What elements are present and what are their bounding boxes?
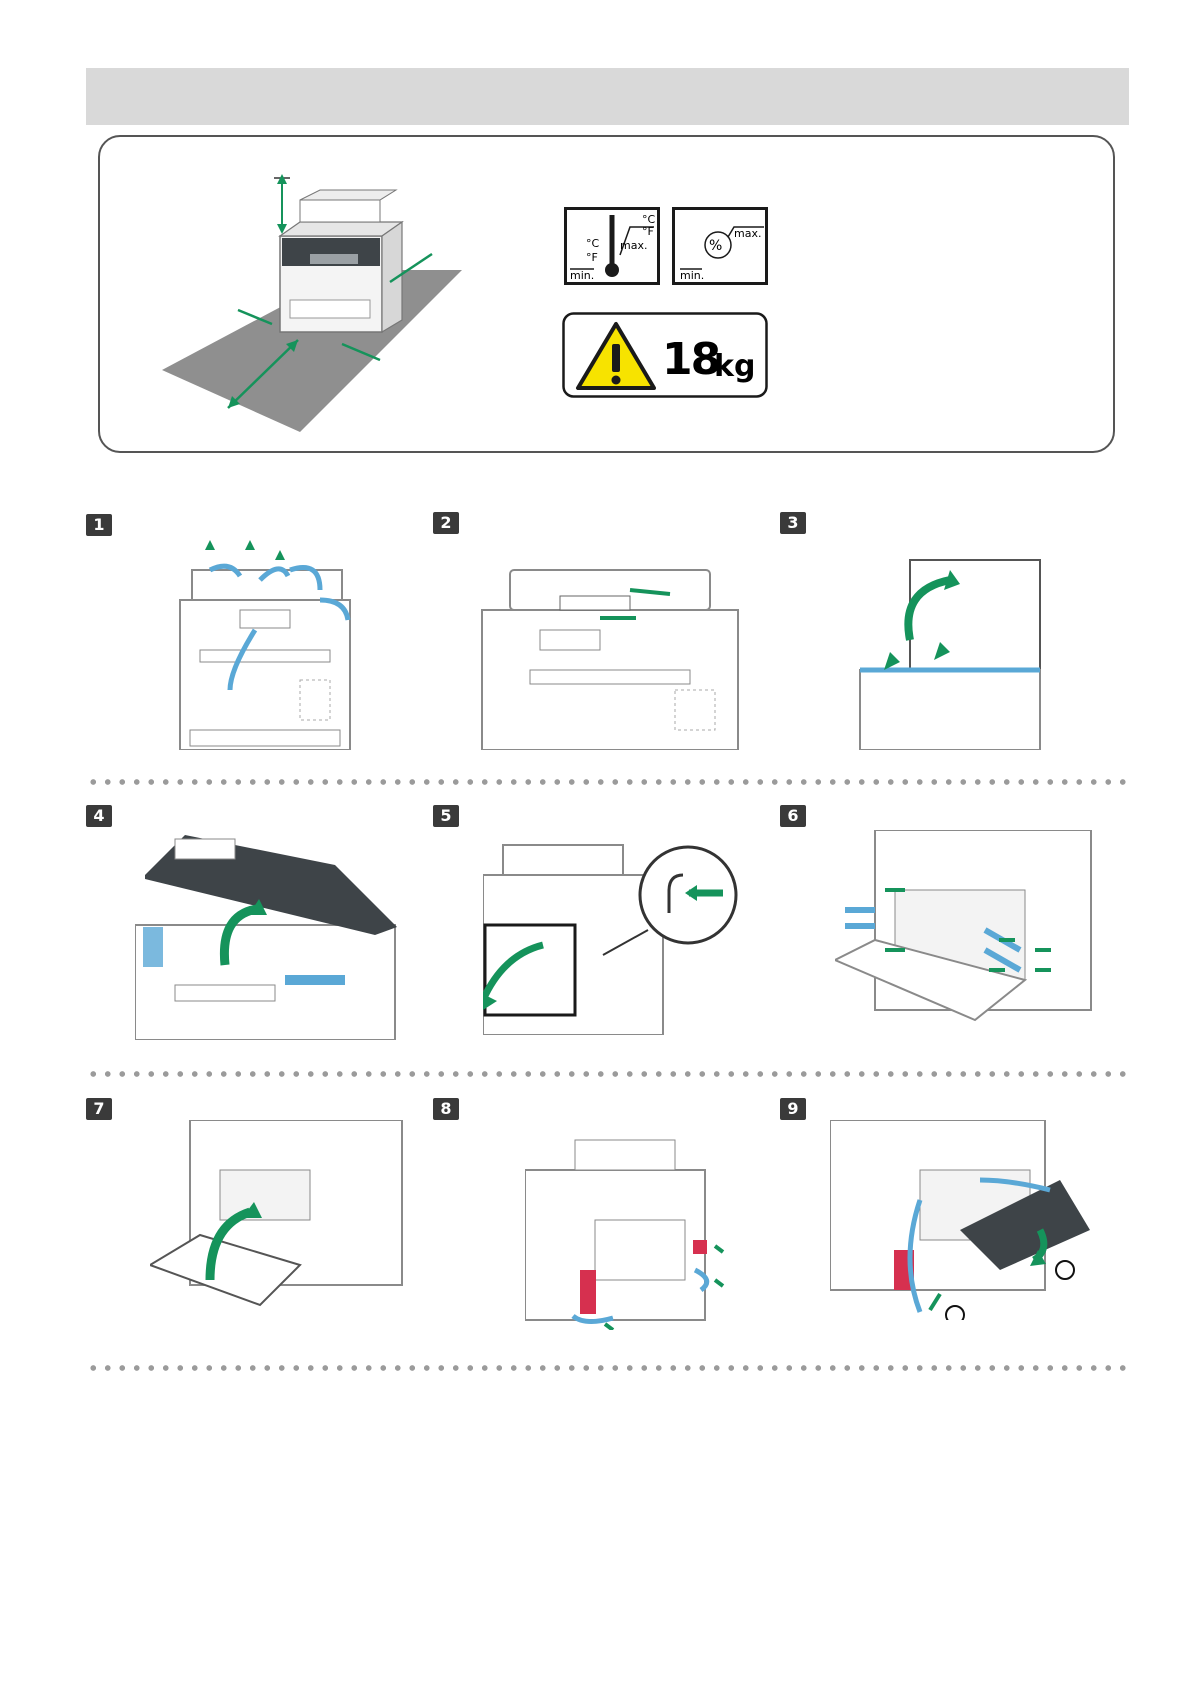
humidity-min-label: min. — [680, 269, 704, 282]
temp-unit-c-left: °C — [586, 237, 600, 250]
step-3-illustration — [850, 550, 1050, 750]
temp-min-label: min. — [570, 269, 594, 282]
temp-unit-f-right: °F — [642, 225, 654, 238]
row-separator-2 — [86, 1071, 1129, 1077]
step-number-9: 9 — [780, 1098, 806, 1120]
row-separator-3 — [86, 1365, 1129, 1371]
step-number-6: 6 — [780, 805, 806, 827]
humidity-percent-symbol: % — [709, 238, 722, 254]
temperature-range-icon: °C °F °C °F max. min. — [564, 207, 660, 285]
step-number-7: 7 — [86, 1098, 112, 1120]
humidity-max-label: max. — [734, 227, 761, 240]
step-9-illustration — [830, 1120, 1100, 1320]
step-7-illustration — [150, 1120, 405, 1310]
row-separator-1 — [86, 779, 1129, 785]
weight-warning-badge: 18 kg — [562, 312, 768, 398]
step-5-illustration — [483, 835, 743, 1035]
humidity-range-icon: % max. min. — [672, 207, 768, 285]
installation-space-illustration — [150, 170, 480, 440]
temp-max-label: max. — [620, 239, 647, 252]
temp-unit-f-left: °F — [586, 251, 598, 264]
header-band — [86, 68, 1129, 125]
step-number-4: 4 — [86, 805, 112, 827]
step-1-illustration — [170, 540, 370, 750]
step-number-3: 3 — [780, 512, 806, 534]
step-number-2: 2 — [433, 512, 459, 534]
step-6-illustration — [835, 830, 1095, 1035]
weight-number: 18 — [662, 334, 719, 385]
weight-unit: kg — [714, 349, 755, 384]
step-number-1: 1 — [86, 514, 112, 536]
step-4-illustration — [135, 835, 400, 1040]
step-2-illustration — [480, 560, 740, 750]
step-number-8: 8 — [433, 1098, 459, 1120]
step-8-illustration — [525, 1130, 735, 1330]
step-number-5: 5 — [433, 805, 459, 827]
